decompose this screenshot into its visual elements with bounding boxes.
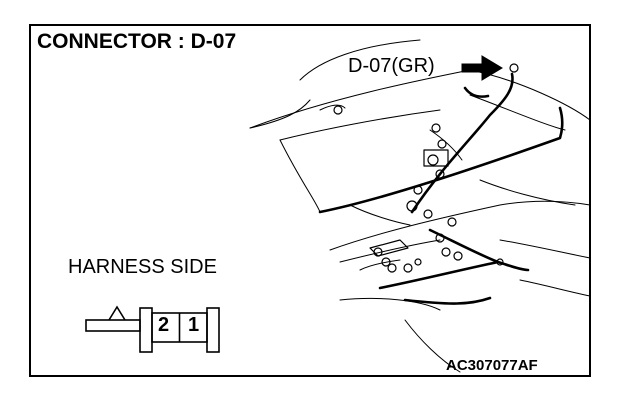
harness-connectors [333,63,519,273]
reference-code: AC307077AF [446,357,538,374]
connector-callout-label: D-07(GR) [348,55,435,77]
connector-pin-2: 2 [158,314,170,336]
connector-key-bar [85,319,141,332]
page-title: CONNECTOR : D-07 [37,30,237,53]
wiring-harness [318,72,564,305]
right-arrow-icon [461,55,503,81]
connector-housing-left [139,307,153,353]
connector-symbol [85,305,220,353]
triangle-key-icon [108,305,126,321]
diagram-frame [29,24,591,377]
connector-pin-1: 1 [188,314,200,336]
connector-housing-right [206,307,220,353]
harness-side-label: HARNESS SIDE [68,256,217,278]
body-outline [249,39,591,373]
